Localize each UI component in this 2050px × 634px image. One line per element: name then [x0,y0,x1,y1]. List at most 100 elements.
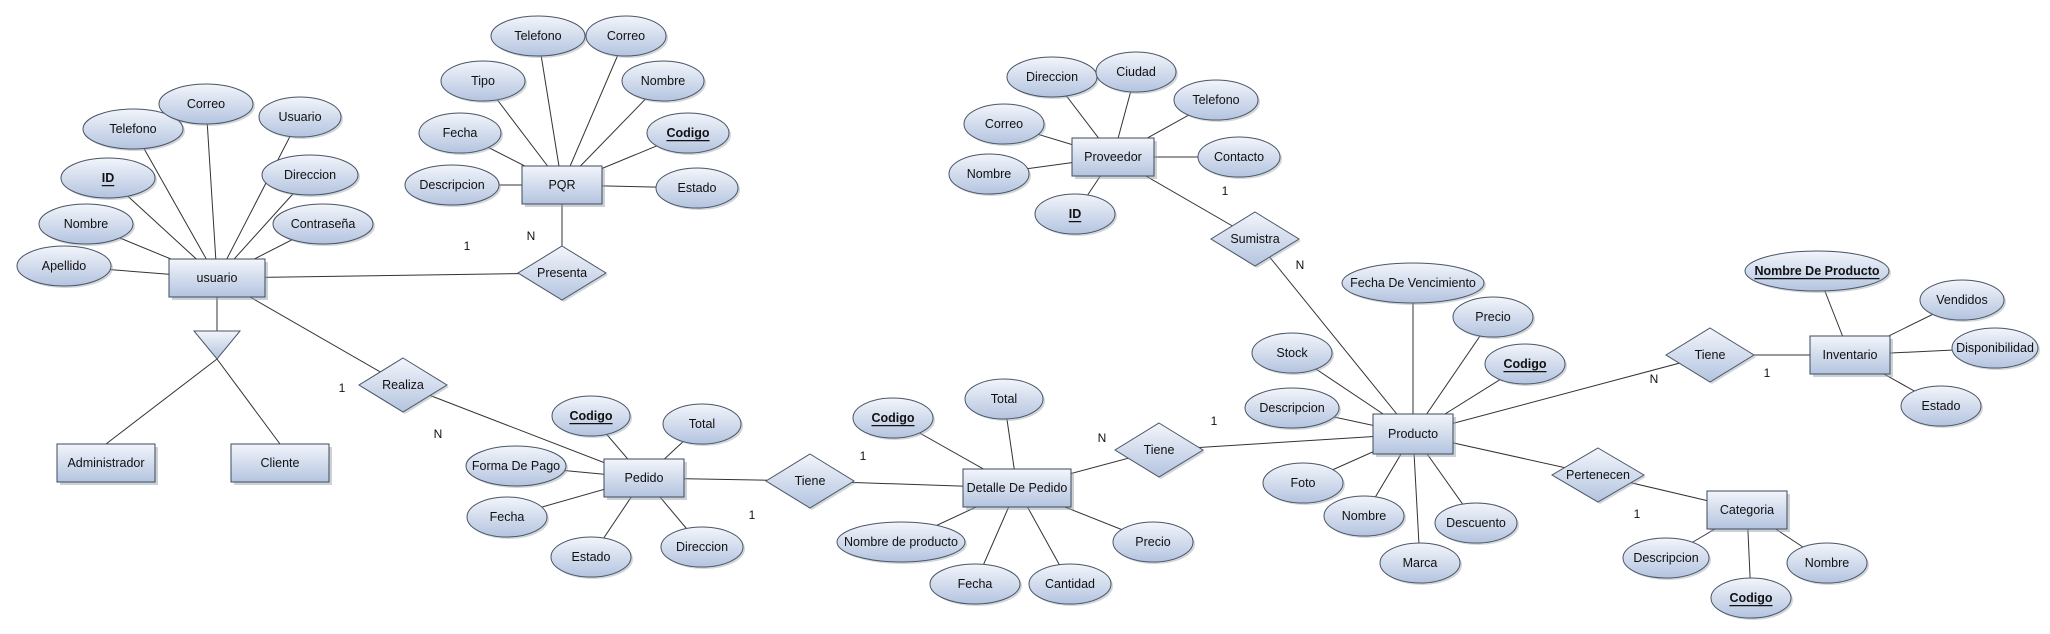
cardinality-label: N [1650,372,1659,386]
generalization-connector [105,358,218,445]
attribute-u_telefono: Telefono [82,108,185,151]
entity-box [521,165,603,205]
entity-label: Detalle De Pedido [967,481,1068,495]
relationship-diamond [1114,422,1204,478]
relationship-connector [1254,238,1414,435]
attribute-ellipse [550,536,632,578]
attribute-ellipse [1028,563,1112,605]
relationship-connector [216,272,563,279]
attribute-ellipse [963,103,1045,145]
attribute-connector [205,103,218,279]
relationship-label: Sumistra [1230,232,1279,246]
relationship-label: Pertenecen [1566,468,1630,482]
cardinality-label: 1 [860,449,867,463]
attribute-label: Telefono [1192,93,1239,107]
relationship-realiza: Realiza [358,357,449,414]
attribute-p_codigo: Codigo [1484,343,1567,386]
attribute-ellipse [660,526,744,568]
attribute-label: Forma De Pago [472,459,560,473]
cardinality-label: N [1296,258,1305,272]
generalization-triangle [192,330,242,360]
cardinality-label: 1 [464,239,471,253]
attribute-ellipse [258,96,342,138]
attribute-label: Descuento [1446,516,1506,530]
attribute-label: Nombre [1342,509,1387,523]
attribute-ellipse [662,403,742,445]
relationship-connector [1158,433,1414,451]
attribute-label: Codigo [1729,591,1772,605]
attribute-ellipse [646,112,730,154]
attribute-u_apellido: Apellido [16,245,113,288]
attribute-label: Nombre de producto [844,535,958,549]
attribute-ellipse [551,395,631,437]
relationship-label: Tiene [1695,348,1726,362]
attribute-label: Codigo [666,126,709,140]
attribute-connector [216,116,301,279]
attribute-p_nombre: Nombre [1323,495,1406,538]
attribute-ellipse [466,496,548,538]
entity-pedido: Pedido [603,458,687,500]
attribute-p_descripcion: Descripcion [1244,387,1341,430]
attribute-label: Codigo [1503,357,1546,371]
entity-label: Producto [1388,427,1438,441]
attribute-ellipse [16,245,112,287]
attribute-label: Fecha [958,577,993,591]
attribute-label: Correo [607,29,645,43]
attribute-d_precio: Precio [1112,521,1195,564]
cardinality-label: 1 [749,508,756,522]
attribute-ellipse [1484,343,1566,385]
attribute-ellipse [1034,193,1116,235]
attribute-label: Ciudad [1116,65,1156,79]
attribute-pv_correo: Correo [963,103,1046,146]
attribute-label: Codigo [569,409,612,423]
relationship-sumistra: Sumistra [1210,211,1301,268]
attribute-pe_total: Total [662,403,743,446]
entity-box [230,443,330,483]
attribute-p_descuento: Descuento [1434,502,1519,545]
attribute-label: Descripcion [1259,401,1324,415]
attribute-label: Descripcion [419,178,484,192]
attribute-label: Contraseña [291,217,356,231]
relationship-diamond [765,453,855,509]
attribute-c_nombre: Nombre [1786,542,1869,585]
attribute-ellipse [1197,136,1281,178]
attribute-q_codigo: Codigo [646,112,731,155]
attribute-u_correo: Correo [158,83,255,126]
cardinality-label: 1 [1764,366,1771,380]
attribute-u_usuario: Usuario [258,96,343,139]
attribute-ellipse [38,203,134,245]
attribute-label: Direccion [1026,70,1078,84]
attribute-label: Foto [1290,476,1315,490]
attribute-label: Nombre [967,167,1012,181]
cardinality-label: 1 [1634,507,1641,521]
attribute-i_disponibilidad: Disponibilidad [1951,327,2040,370]
attribute-label: Nombre [641,74,686,88]
attribute-label: Apellido [42,259,87,273]
attribute-label: Stock [1276,346,1308,360]
attribute-ellipse [261,154,359,196]
cardinality-label: 1 [1222,184,1229,198]
relationship-diamond [517,245,607,301]
attribute-q_nombre: Nombre [621,60,706,103]
entity-label: Administrador [67,456,144,470]
attribute-p_vencimiento: Fecha De Vencimiento [1341,262,1486,305]
attribute-d_cantidad: Cantidad [1028,563,1113,606]
attribute-ellipse [1112,521,1194,563]
attribute-ellipse [158,83,254,125]
attribute-ellipse [964,378,1044,420]
attribute-d_total: Total [964,378,1045,421]
cardinality-label: N [1098,431,1107,445]
attribute-connector [537,35,563,186]
attribute-u_direccion: Direccion [261,154,360,197]
attribute-label: Cantidad [1045,577,1095,591]
attribute-pv_id: ID [1034,193,1117,236]
relationship-label: Tiene [1144,443,1175,457]
relationship-label: Tiene [795,474,826,488]
attribute-ellipse [1900,385,1982,427]
relationship-diamond [1210,211,1300,267]
attribute-i_nombre: Nombre De Producto [1744,250,1891,293]
attribute-d_fecha: Fecha [929,563,1022,606]
attribute-ellipse [60,157,156,199]
attribute-ellipse [272,203,374,245]
